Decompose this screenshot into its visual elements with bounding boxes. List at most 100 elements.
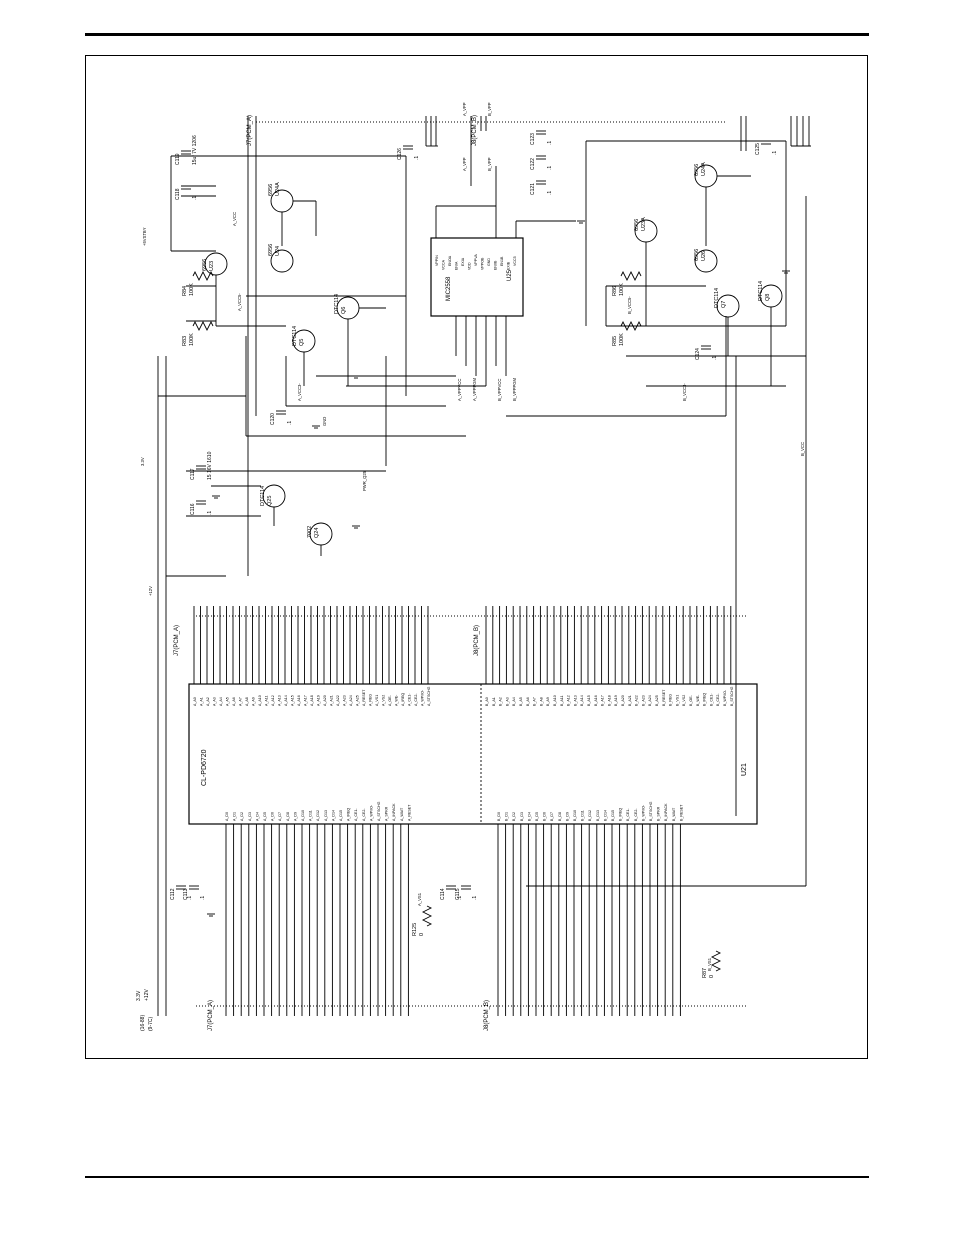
a-top-pin-name: A_A2 [206, 697, 210, 706]
a-bottom-pin-name: A_WAIT [400, 807, 404, 821]
a-top-pin-name: A_A9 [252, 697, 256, 706]
mosfet-part: 6956 [202, 259, 208, 271]
switch-pin-name: VPPVA [474, 254, 478, 266]
transistor-part: 7002 [307, 526, 313, 538]
rail-12v-label: +12V [144, 989, 150, 1001]
net-label: B_VCC3- [682, 383, 687, 401]
capacitor-ref: C116 [190, 503, 196, 515]
switch-pin-name: EN1B [500, 256, 504, 266]
capacitor-ref: C120 [270, 413, 276, 425]
b-top-pin-name: B_A13 [573, 695, 577, 706]
power-net-label: A_VCC [232, 212, 237, 226]
a-top-pin-name: A_A15 [291, 695, 295, 706]
a-bottom-pin-name: A_D1 [233, 812, 237, 821]
a-top-pin-name: A_A18 [310, 695, 314, 706]
b-top-pin-name: B_A25 [655, 695, 659, 706]
b-top-pin-name: B_STSCHG [730, 686, 734, 706]
transistor-part: DTC114 [714, 288, 720, 308]
capacitor: C126.1 [397, 145, 420, 160]
b-bottom-pin-name: B_D11 [581, 810, 585, 821]
capacitor: C124 .1 [695, 345, 718, 360]
mosfet-ref: U24A [275, 182, 281, 196]
capacitor-value: 15 16V 1610 [207, 451, 213, 480]
b-bottom-pin-name: B_WAIT [672, 807, 676, 821]
a-top-pin-name: A_A3 [213, 697, 217, 706]
b-top-pin-name: B_RESET [662, 689, 666, 706]
connector-j7-bottom: J7(PCM_A) [208, 1000, 214, 1031]
mosfet-part: 6956 [694, 164, 700, 176]
net-label: B_VCC5- [627, 296, 632, 314]
b-bottom-pin-name: B_D10 [573, 810, 577, 821]
b-top-pin-name: B_A23 [641, 695, 645, 706]
resistor-value: 100K [619, 333, 625, 346]
net-label: A_VS1 [417, 892, 422, 906]
b-top-pin-name: B_A0 [485, 697, 489, 706]
b-top-pin-name: B_OE- [689, 694, 693, 706]
b-top-pin-name: B_A1 [492, 697, 496, 706]
b-top-pin-name: B_A2 [499, 697, 503, 706]
capacitor-ref: C123 [530, 133, 536, 145]
b-top-pin-name: B_A9 [546, 697, 550, 706]
b-top-pin-name: B_WP/IO- [723, 689, 727, 706]
a-top-pin-name: A_CE2- [414, 693, 418, 706]
switch-pin-name: ENIA [455, 261, 459, 270]
resistor-value: 100K [189, 283, 195, 296]
capacitor-value: .1 [472, 896, 478, 900]
capacitor-value: .1 [712, 356, 718, 360]
capacitor-value: .1 [192, 196, 198, 200]
b-top-pin-name: B_WE- [696, 694, 700, 706]
net-label: B_VPPPGM [512, 377, 517, 401]
net-label: A_VCC5- [237, 293, 242, 311]
b-bottom-pin-name: B_D2 [512, 812, 516, 821]
a-bottom-pin-name: A_SPKR [385, 806, 389, 821]
a-bottom-pin-name: A_D0 [225, 812, 229, 821]
capacitor-value: .1 [187, 896, 193, 900]
a-top-pin-name: A_A16 [297, 695, 301, 706]
b-bottom-pin-name: B_D13 [596, 810, 600, 821]
b-top-pin-name: B_REG [669, 694, 673, 706]
a-bottom-pin-name: A_CE1- [354, 808, 358, 821]
b-bottom-pin-name: B_D4 [527, 812, 531, 821]
a-bottom-pin-name: A_CE2- [362, 808, 366, 821]
a-bottom-pin-name: A_D13 [324, 810, 328, 821]
capacitor: C123.1 [530, 130, 553, 145]
mosfet-ref: U26 [701, 251, 707, 261]
transistor-ref: Q7 [721, 301, 727, 308]
b-top-pin-name: B_A10 [553, 695, 557, 706]
rail-3v3-label: 3.3V [136, 990, 142, 1001]
ground-symbols [207, 220, 790, 917]
b-bottom-pin-name: B_CE1- [626, 808, 630, 821]
b-bottom-pin-name: B_D14 [603, 810, 607, 821]
a-bottom-pin-name: A_D9 [293, 812, 297, 821]
mosfet-ref: U24 [275, 246, 281, 256]
capacitor: C122.1 [530, 155, 553, 170]
a-top-pin-name: A_WP/IO- [421, 689, 425, 706]
a-top-pin-name: A_A10 [258, 695, 262, 706]
a-top-pin-name: A_REG [369, 694, 373, 706]
mosfet-part: 6956 [268, 184, 274, 196]
resistor-value: 0 [709, 975, 715, 978]
switch-pin-name: VPPIN [435, 255, 439, 266]
connector-j8-bottom: J8(PCM_B) [484, 1000, 490, 1031]
b-bottom-pin-name: B_D1 [505, 812, 509, 821]
b-top-pin-name: B_A17 [601, 695, 605, 706]
transistor-ref: Q5 [299, 339, 305, 346]
capacitor-value: .1 [287, 421, 293, 425]
a-bottom-pin-name: A_D3 [248, 812, 252, 821]
resistor-ref: R85 [612, 336, 618, 346]
a-top-pin-name: A_CE1- [408, 693, 412, 706]
capacitor-ref: C124 [695, 348, 701, 360]
a-top-pin-name: A_OE- [388, 694, 392, 706]
capacitor-ref: C114 [440, 888, 446, 900]
b-top-pin-name: B_VS1 [675, 695, 679, 706]
capacitor-value: .1 [200, 896, 206, 900]
connector-j8-power: J8(PCM_B) [472, 115, 478, 146]
capacitor-ref: C117 [190, 468, 196, 480]
capacitor: C114.1 [440, 885, 463, 900]
b-top-pin-name: B_A12 [567, 695, 571, 706]
power-net-label: B_VPP [487, 102, 492, 116]
power-header: (16-88) (9-7C) 3.3V +12V [136, 356, 246, 1031]
a-top-pin-name: A_A21 [330, 695, 334, 706]
mosfet-part: 6956 [634, 219, 640, 231]
